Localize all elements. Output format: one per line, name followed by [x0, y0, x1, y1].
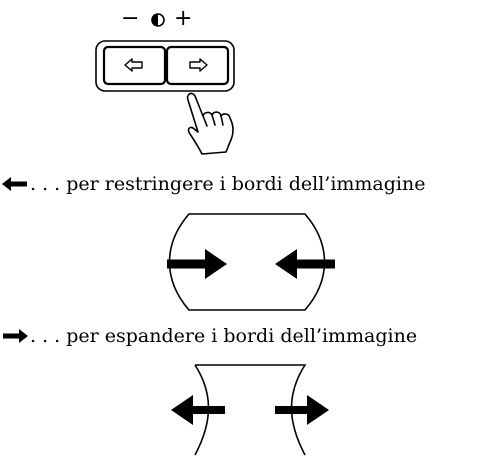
- left-arrow-icon: [2, 177, 27, 191]
- pointing-hand-icon: [186, 92, 234, 155]
- shrink-diagram: [167, 213, 335, 311]
- left-arrow-icon: [124, 58, 143, 72]
- plus-label: +: [174, 6, 193, 31]
- minus-label: −: [121, 6, 140, 31]
- left-button[interactable]: [102, 45, 167, 86]
- instruction-expand-text: . . . per espandere i bordi dell’immagin…: [30, 325, 418, 347]
- expand-diagram: [171, 364, 329, 456]
- right-button[interactable]: [165, 45, 230, 86]
- right-arrow-icon: [189, 58, 208, 72]
- instruction-shrink-text: . . . per restringere i bordi dell’immag…: [30, 173, 426, 195]
- right-arrow-icon: [3, 329, 28, 343]
- contrast-icon: [151, 13, 165, 27]
